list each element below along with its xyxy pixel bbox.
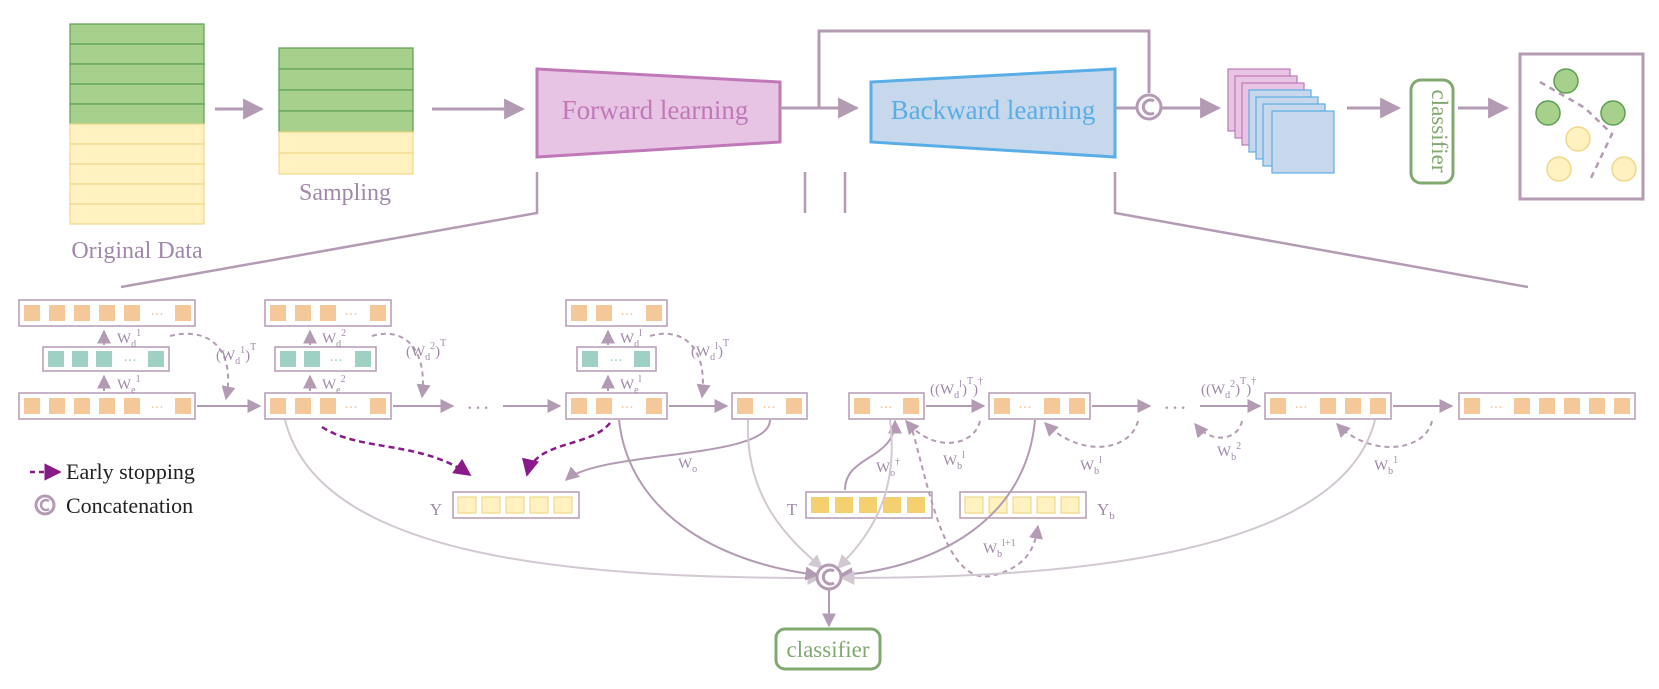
backward-vector-2: ··· — [988, 392, 1091, 420]
backward-input-vector: ··· — [848, 392, 925, 420]
label-wbl-a: Wbl — [943, 450, 965, 472]
label-wb1: Wb1 — [1374, 455, 1398, 477]
svg-text:···: ··· — [344, 400, 357, 416]
label-wd2T: (Wd2)T — [406, 338, 446, 363]
classifier-top: classifier — [1409, 78, 1455, 185]
sampled-data-table — [278, 47, 414, 175]
concat-curve-1 — [284, 419, 822, 585]
sampling-label: Sampling — [299, 180, 391, 206]
label-wbl1: Wbl+1 — [983, 538, 1016, 560]
wo-dagger-arrow — [844, 419, 902, 491]
legend: Early stopping Concatenation — [30, 459, 195, 518]
svg-text:···: ··· — [620, 307, 633, 323]
svg-text:···: ··· — [344, 307, 357, 323]
forward-learning-label: Forward learning — [562, 95, 749, 125]
layer1-input-vector: ··· — [18, 392, 196, 420]
backward-learning-block: Backward learning — [869, 67, 1117, 159]
svg-text:···: ··· — [1018, 400, 1031, 416]
output-scatter-plot — [1518, 52, 1645, 201]
concat-curve-3 — [746, 419, 824, 569]
label-wdlTdag: ((Wdl)T)† — [930, 376, 983, 401]
backward-learning-label: Backward learning — [891, 95, 1096, 125]
legend-concatenation: Concatenation — [66, 493, 193, 518]
concat-curve-6 — [840, 419, 1376, 585]
original-data-table — [69, 23, 205, 225]
t-label: T — [787, 500, 798, 519]
zoom-line-left — [120, 172, 539, 289]
svg-text:···: ··· — [609, 353, 622, 369]
classifier-bottom-label: classifier — [786, 637, 869, 662]
original-data-label: Original Data — [71, 238, 203, 264]
forward-learning-block: Forward learning — [535, 67, 782, 159]
y-vector — [452, 491, 580, 519]
yb-label: Yb — [1097, 500, 1115, 522]
tied-weight-arrow-l — [649, 332, 711, 399]
backward-vector-3: ··· — [1264, 392, 1392, 420]
svg-text:···: ··· — [329, 353, 342, 369]
wbl-arrow-a — [905, 419, 981, 444]
concat-symbol-bottom — [815, 563, 843, 591]
ellipsis-dots-backward: • • • — [1164, 404, 1186, 414]
wbl-arrow-b — [1044, 420, 1139, 448]
skip-connection-line — [817, 29, 1151, 108]
legend-early-stopping: Early stopping — [66, 459, 195, 484]
layer1-hidden-vector: ··· — [42, 346, 170, 372]
svg-text:···: ··· — [1294, 400, 1307, 416]
label-wdlT: (Wdl)T — [691, 338, 729, 363]
layer2-input-vector: ··· — [264, 392, 392, 420]
label-wd2: Wd2 — [322, 328, 346, 350]
svg-text:···: ··· — [1489, 400, 1502, 416]
label-wdl: Wdl — [620, 328, 642, 350]
concat-symbol-top — [1135, 93, 1163, 121]
svg-text:···: ··· — [150, 400, 163, 416]
svg-text:···: ··· — [762, 400, 775, 416]
layer2-output-vector: ··· — [264, 299, 392, 327]
label-we1: We1 — [117, 374, 141, 396]
layerl-hidden-vector: ··· — [576, 346, 657, 372]
label-wbl-b: Wbl — [1080, 455, 1102, 477]
concat-curve-4 — [837, 419, 893, 570]
y-label: Y — [430, 500, 442, 519]
label-wd1: Wd1 — [117, 328, 141, 350]
zoom-line-right — [1113, 172, 1529, 289]
t-vector — [805, 491, 933, 519]
label-wb2: Wb2 — [1217, 441, 1241, 463]
classifier-top-label: classifier — [1427, 89, 1452, 172]
layerl-output-vector: ··· — [565, 299, 668, 327]
backward-final-vector: ··· — [1458, 392, 1636, 420]
label-wo-dagger: Wo† — [876, 457, 900, 479]
label-wd1T: (Wd1)T — [216, 342, 256, 367]
tied-weight-arrow-2 — [371, 332, 431, 399]
label-wd2Tdag: ((Wd2)T)† — [1201, 376, 1256, 401]
svg-text:···: ··· — [150, 307, 163, 323]
layer2-hidden-vector: ··· — [274, 346, 377, 372]
yb-vector — [959, 491, 1087, 519]
layerl-input-vector: ··· — [565, 392, 668, 420]
concat-curve-2 — [618, 419, 820, 581]
forward-final-vector: ··· — [731, 392, 808, 420]
svg-text:···: ··· — [620, 400, 633, 416]
ellipsis-dots-forward: • • • — [467, 404, 489, 414]
wb2-arrow — [1194, 420, 1243, 439]
label-we2: We2 — [322, 374, 346, 396]
label-wel: Wel — [620, 374, 642, 396]
layer1-output-vector: ··· — [18, 299, 196, 327]
wb1-arrow — [1336, 420, 1433, 448]
svg-text:···: ··· — [879, 400, 892, 416]
wo-arrow — [564, 419, 771, 481]
early-stopping-arrow-1 — [321, 425, 472, 477]
early-stopping-arrow-2 — [522, 422, 611, 477]
concat-curve-5 — [838, 419, 1036, 582]
tied-weight-arrow-1 — [169, 332, 236, 401]
label-wo: Wo — [678, 456, 697, 475]
svg-text:···: ··· — [123, 353, 136, 369]
feature-maps-stack — [1227, 68, 1335, 174]
classifier-bottom: classifier — [774, 627, 882, 671]
